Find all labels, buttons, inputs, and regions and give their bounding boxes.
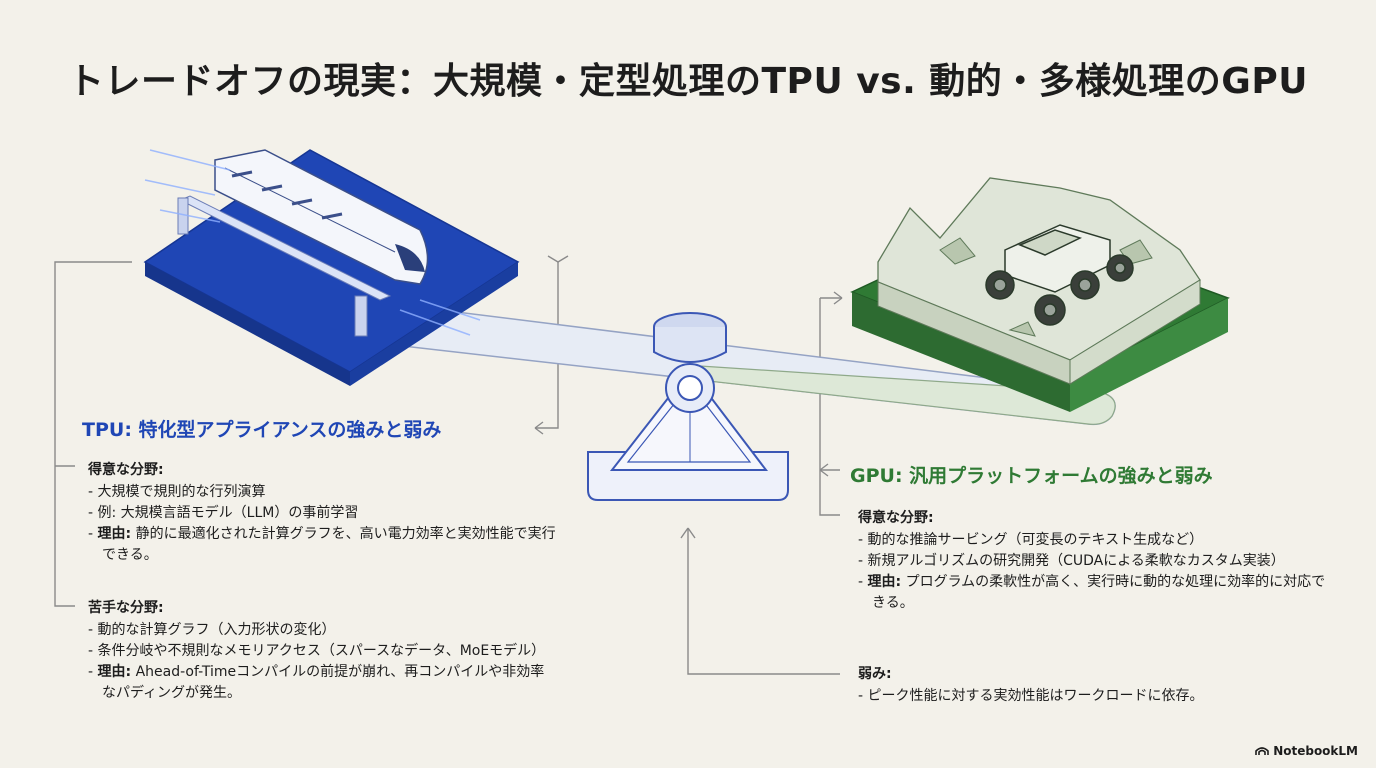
tpu-weaknesses: 苦手な分野: - 動的な計算グラフ（入力形状の変化） - 条件分岐や不規則なメモ… <box>88 598 558 704</box>
list-item: - ピーク性能に対する実効性能はワークロードに依存。 <box>858 688 1204 704</box>
list-item: - 理由: 静的に最適化された計算グラフを、高い電力効率と実効性能で実行できる。 <box>88 526 556 563</box>
brand-watermark: NotebookLM <box>1255 744 1358 758</box>
gpu-heading: GPU: 汎用プラットフォームの強みと弱み <box>850 465 1213 487</box>
bullet-train-icon <box>143 149 520 386</box>
list-item: - 動的な計算グラフ（入力形状の変化） <box>88 622 336 638</box>
list-item: - 例: 大規模言語モデル（LLM）の事前学習 <box>88 505 359 521</box>
tpu-heading: TPU: 特化型アプライアンスの強みと弱み <box>82 419 442 441</box>
gpu-strengths-title: 得意な分野: <box>858 510 934 526</box>
gpu-weaknesses: 弱み: - ピーク性能に対する実効性能はワークロードに依存。 <box>858 664 1328 707</box>
list-item: - 動的な推論サービング（可変長のテキスト生成など） <box>858 532 1204 548</box>
list-item: - 理由: プログラムの柔軟性が高く、実行時に動的な処理に効率的に対応できる。 <box>858 574 1326 611</box>
seesaw-beam <box>349 299 1116 426</box>
list-item: - 条件分岐や不規則なメモリアクセス（スパースなデータ、MoEモデル） <box>88 643 546 659</box>
gpu-weaknesses-title: 弱み: <box>858 666 892 682</box>
page-title: トレードオフの現実：大規模・定型処理のTPU vs. 動的・多様処理のGPU <box>68 61 1308 102</box>
gpu-strengths: 得意な分野: - 動的な推論サービング（可変長のテキスト生成など） - 新規アル… <box>858 508 1328 614</box>
list-item: - 理由: Ahead-of-Timeコンパイルの前提が崩れ、再コンパイルや非効… <box>88 664 545 701</box>
list-item: - 新規アルゴリズムの研究開発（CUDAによる柔軟なカスタム実装） <box>858 553 1285 569</box>
fulcrum <box>587 312 789 501</box>
tpu-strengths: 得意な分野: - 大規模で規則的な行列演算 - 例: 大規模言語モデル（LLM）… <box>88 460 558 566</box>
offroad-truck-icon <box>850 177 1230 412</box>
tpu-weaknesses-title: 苦手な分野: <box>88 600 164 616</box>
notebooklm-logo-icon <box>1255 747 1269 755</box>
brand-label: NotebookLM <box>1273 744 1358 758</box>
list-item: - 大規模で規則的な行列演算 <box>88 484 266 500</box>
tpu-strengths-title: 得意な分野: <box>88 462 164 478</box>
